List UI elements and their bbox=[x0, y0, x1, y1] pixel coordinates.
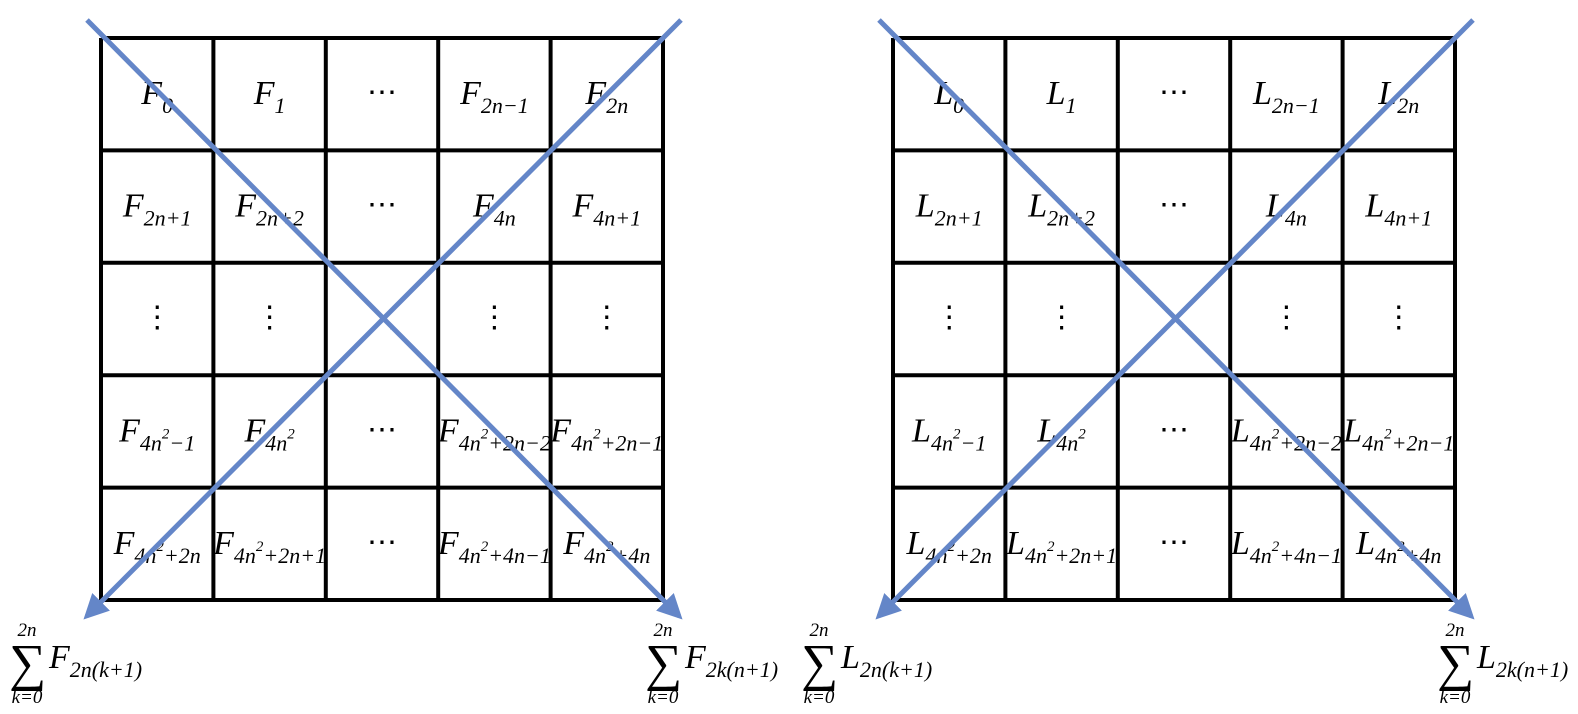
fibonacci-cell-r0-c2: ⋯ bbox=[367, 76, 397, 109]
sum-lower-limit: k=0 bbox=[648, 687, 679, 708]
sum-term: F2n(k+1) bbox=[48, 639, 142, 682]
fibonacci-cell-r0-c1: F1 bbox=[253, 75, 286, 118]
lucas-cell-r3-c3: L4n2+2n−2 bbox=[1230, 412, 1342, 455]
sum-upper-limit: 2n bbox=[1446, 620, 1465, 641]
lucas-cell-r2-c0: ⋮ bbox=[934, 301, 964, 334]
sum-upper-limit: 2n bbox=[654, 620, 673, 641]
lucas-cell-r3-c1: L4n2 bbox=[1036, 412, 1086, 455]
sum-lower-limit: k=0 bbox=[1440, 687, 1471, 708]
lucas-cell-r0-c3: L2n−1 bbox=[1252, 75, 1320, 118]
sum-upper-limit: 2n bbox=[18, 620, 37, 641]
fibonacci-anti-diagonal-arrow bbox=[83, 18, 683, 620]
fibonacci-cell-r1-c2: ⋯ bbox=[367, 189, 397, 222]
sigma-symbol: ∑ bbox=[1437, 635, 1474, 692]
fibonacci-cell-r1-c4: F4n+1 bbox=[571, 188, 641, 231]
fibonacci-cell-r2-c3: ⋮ bbox=[479, 301, 509, 334]
fibonacci-cell-r1-c1: F2n+2 bbox=[234, 188, 304, 231]
sum-term: L2n(k+1) bbox=[840, 639, 932, 682]
sum-lower-limit: k=0 bbox=[12, 687, 43, 708]
fibonacci-cell-r3-c4: F4n2+2n−1 bbox=[549, 412, 663, 455]
lucas-cell-r3-c2: ⋯ bbox=[1159, 413, 1189, 446]
sigma-symbol: ∑ bbox=[801, 635, 838, 692]
fibonacci-cell-r4-c1: F4n2+2n+1 bbox=[212, 525, 326, 568]
fibonacci-cell-r2-c4: ⋮ bbox=[592, 301, 622, 334]
sum-term: F2k(n+1) bbox=[684, 639, 778, 682]
fibonacci-cell-r4-c2: ⋯ bbox=[367, 526, 397, 559]
lucas-cell-r4-c3: L4n2+4n−1 bbox=[1230, 525, 1342, 568]
sum-upper-limit: 2n bbox=[810, 620, 829, 641]
fibonacci-grid bbox=[99, 36, 665, 602]
lucas-cell-r1-c0: L2n+1 bbox=[915, 188, 983, 231]
lucas-cell-r3-c0: L4n2−1 bbox=[911, 412, 986, 455]
fibonacci-cell-r3-c2: ⋯ bbox=[367, 413, 397, 446]
lucas-cell-r4-c2: ⋯ bbox=[1159, 526, 1189, 559]
fibonacci-cell-r0-c0: F0 bbox=[140, 75, 173, 118]
sigma-symbol: ∑ bbox=[9, 635, 46, 692]
lucas-grid bbox=[891, 36, 1457, 602]
sigma-symbol: ∑ bbox=[645, 635, 682, 692]
lucas-cell-r1-c4: L4n+1 bbox=[1364, 188, 1432, 231]
lucas-cell-r1-c2: ⋯ bbox=[1159, 189, 1189, 222]
fibonacci-cell-r3-c3: F4n2+2n−2 bbox=[437, 412, 551, 455]
lucas-cell-r0-c2: ⋯ bbox=[1159, 76, 1189, 109]
lucas-cell-r2-c4: ⋮ bbox=[1384, 301, 1414, 334]
lucas-cell-r2-c1: ⋮ bbox=[1047, 301, 1077, 334]
lucas-anti-diagonal-arrow bbox=[875, 18, 1475, 620]
fibonacci-cell-r4-c3: F4n2+4n−1 bbox=[437, 525, 551, 568]
sum-term: L2k(n+1) bbox=[1476, 639, 1568, 682]
fibonacci-cell-r2-c1: ⋮ bbox=[255, 301, 285, 334]
lucas-cell-r3-c4: L4n2+2n−1 bbox=[1342, 412, 1454, 455]
fibonacci-cell-r2-c0: ⋮ bbox=[142, 301, 172, 334]
lucas-cell-r1-c1: L2n+2 bbox=[1027, 188, 1095, 231]
lucas-cell-r0-c0: L0 bbox=[933, 75, 964, 118]
fibonacci-cell-r1-c0: F2n+1 bbox=[122, 188, 192, 231]
sum-lower-limit: k=0 bbox=[804, 687, 835, 708]
fibonacci-cell-r3-c0: F4n2−1 bbox=[118, 412, 195, 455]
lucas-cell-r2-c3: ⋮ bbox=[1271, 301, 1301, 334]
lucas-cell-r0-c1: L1 bbox=[1046, 75, 1077, 118]
lucas-cell-r4-c1: L4n2+2n+1 bbox=[1005, 525, 1117, 568]
fibonacci-cell-r0-c3: F2n−1 bbox=[459, 75, 529, 118]
